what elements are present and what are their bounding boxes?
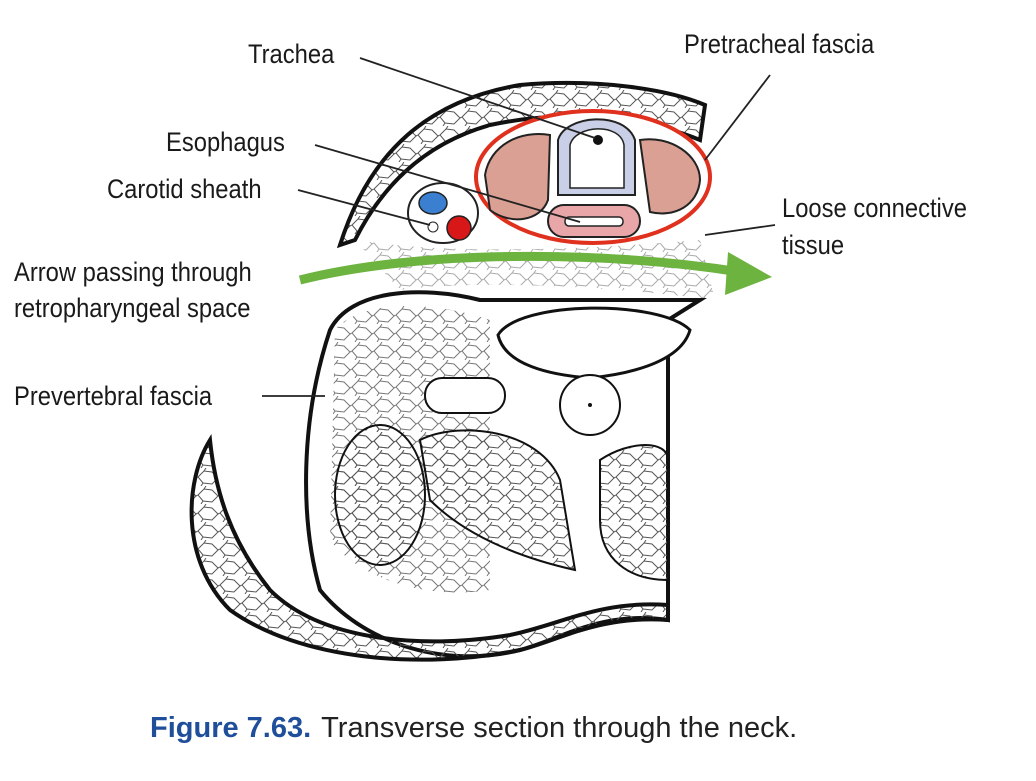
arrow-label-1: Arrow passing through bbox=[14, 257, 252, 287]
strap-muscle bbox=[336, 80, 708, 249]
carotid-artery bbox=[446, 215, 472, 241]
pretracheal-fascia-label: Pretracheal fascia bbox=[684, 29, 875, 59]
trachea-label: Trachea bbox=[248, 39, 335, 69]
leader-lines bbox=[262, 57, 776, 397]
figure-caption: Figure 7.63. Transverse section through t… bbox=[150, 712, 797, 745]
thyroid-lobe-left bbox=[483, 133, 552, 221]
arrow-label-2: retropharyngeal space bbox=[14, 293, 251, 323]
caption-text: Transverse section through the neck. bbox=[321, 712, 798, 744]
loose-connective-label-1: Loose connective bbox=[782, 193, 967, 223]
jugular-vein bbox=[418, 191, 448, 215]
esophagus-label: Esophagus bbox=[166, 127, 285, 157]
loose-connective-label-2: tissue bbox=[782, 230, 845, 260]
trapezius-muscle bbox=[189, 433, 670, 662]
arrow-head bbox=[725, 252, 772, 295]
thyroid-lobe-right bbox=[638, 138, 702, 215]
prevertebral-fascia-label: Prevertebral fascia bbox=[14, 381, 213, 411]
retropharyngeal-arrow bbox=[298, 251, 741, 285]
vertebral-body bbox=[496, 306, 692, 380]
figure-number: Figure 7.63. bbox=[150, 712, 312, 744]
carotid-sheath-label: Carotid sheath bbox=[107, 174, 262, 204]
